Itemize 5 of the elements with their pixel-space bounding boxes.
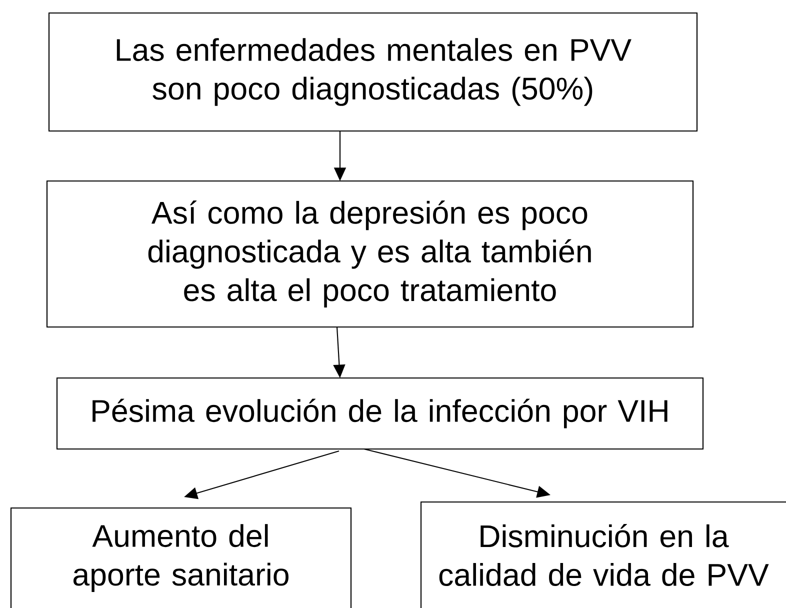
process-box: Disminución en la calidad de vida de PVV [420,501,786,608]
process-box: Las enfermedades mentales en PVV son poco diagnosticadas (50%) [48,12,698,132]
process-box: Así como la depresión es poco diagnosticada y es alta también es alta el poco tratamiento [46,180,694,328]
process-box: Aumento del aporte sanitario [10,507,352,608]
process-box: Pésima evolución de la infección por VIH [56,377,704,450]
